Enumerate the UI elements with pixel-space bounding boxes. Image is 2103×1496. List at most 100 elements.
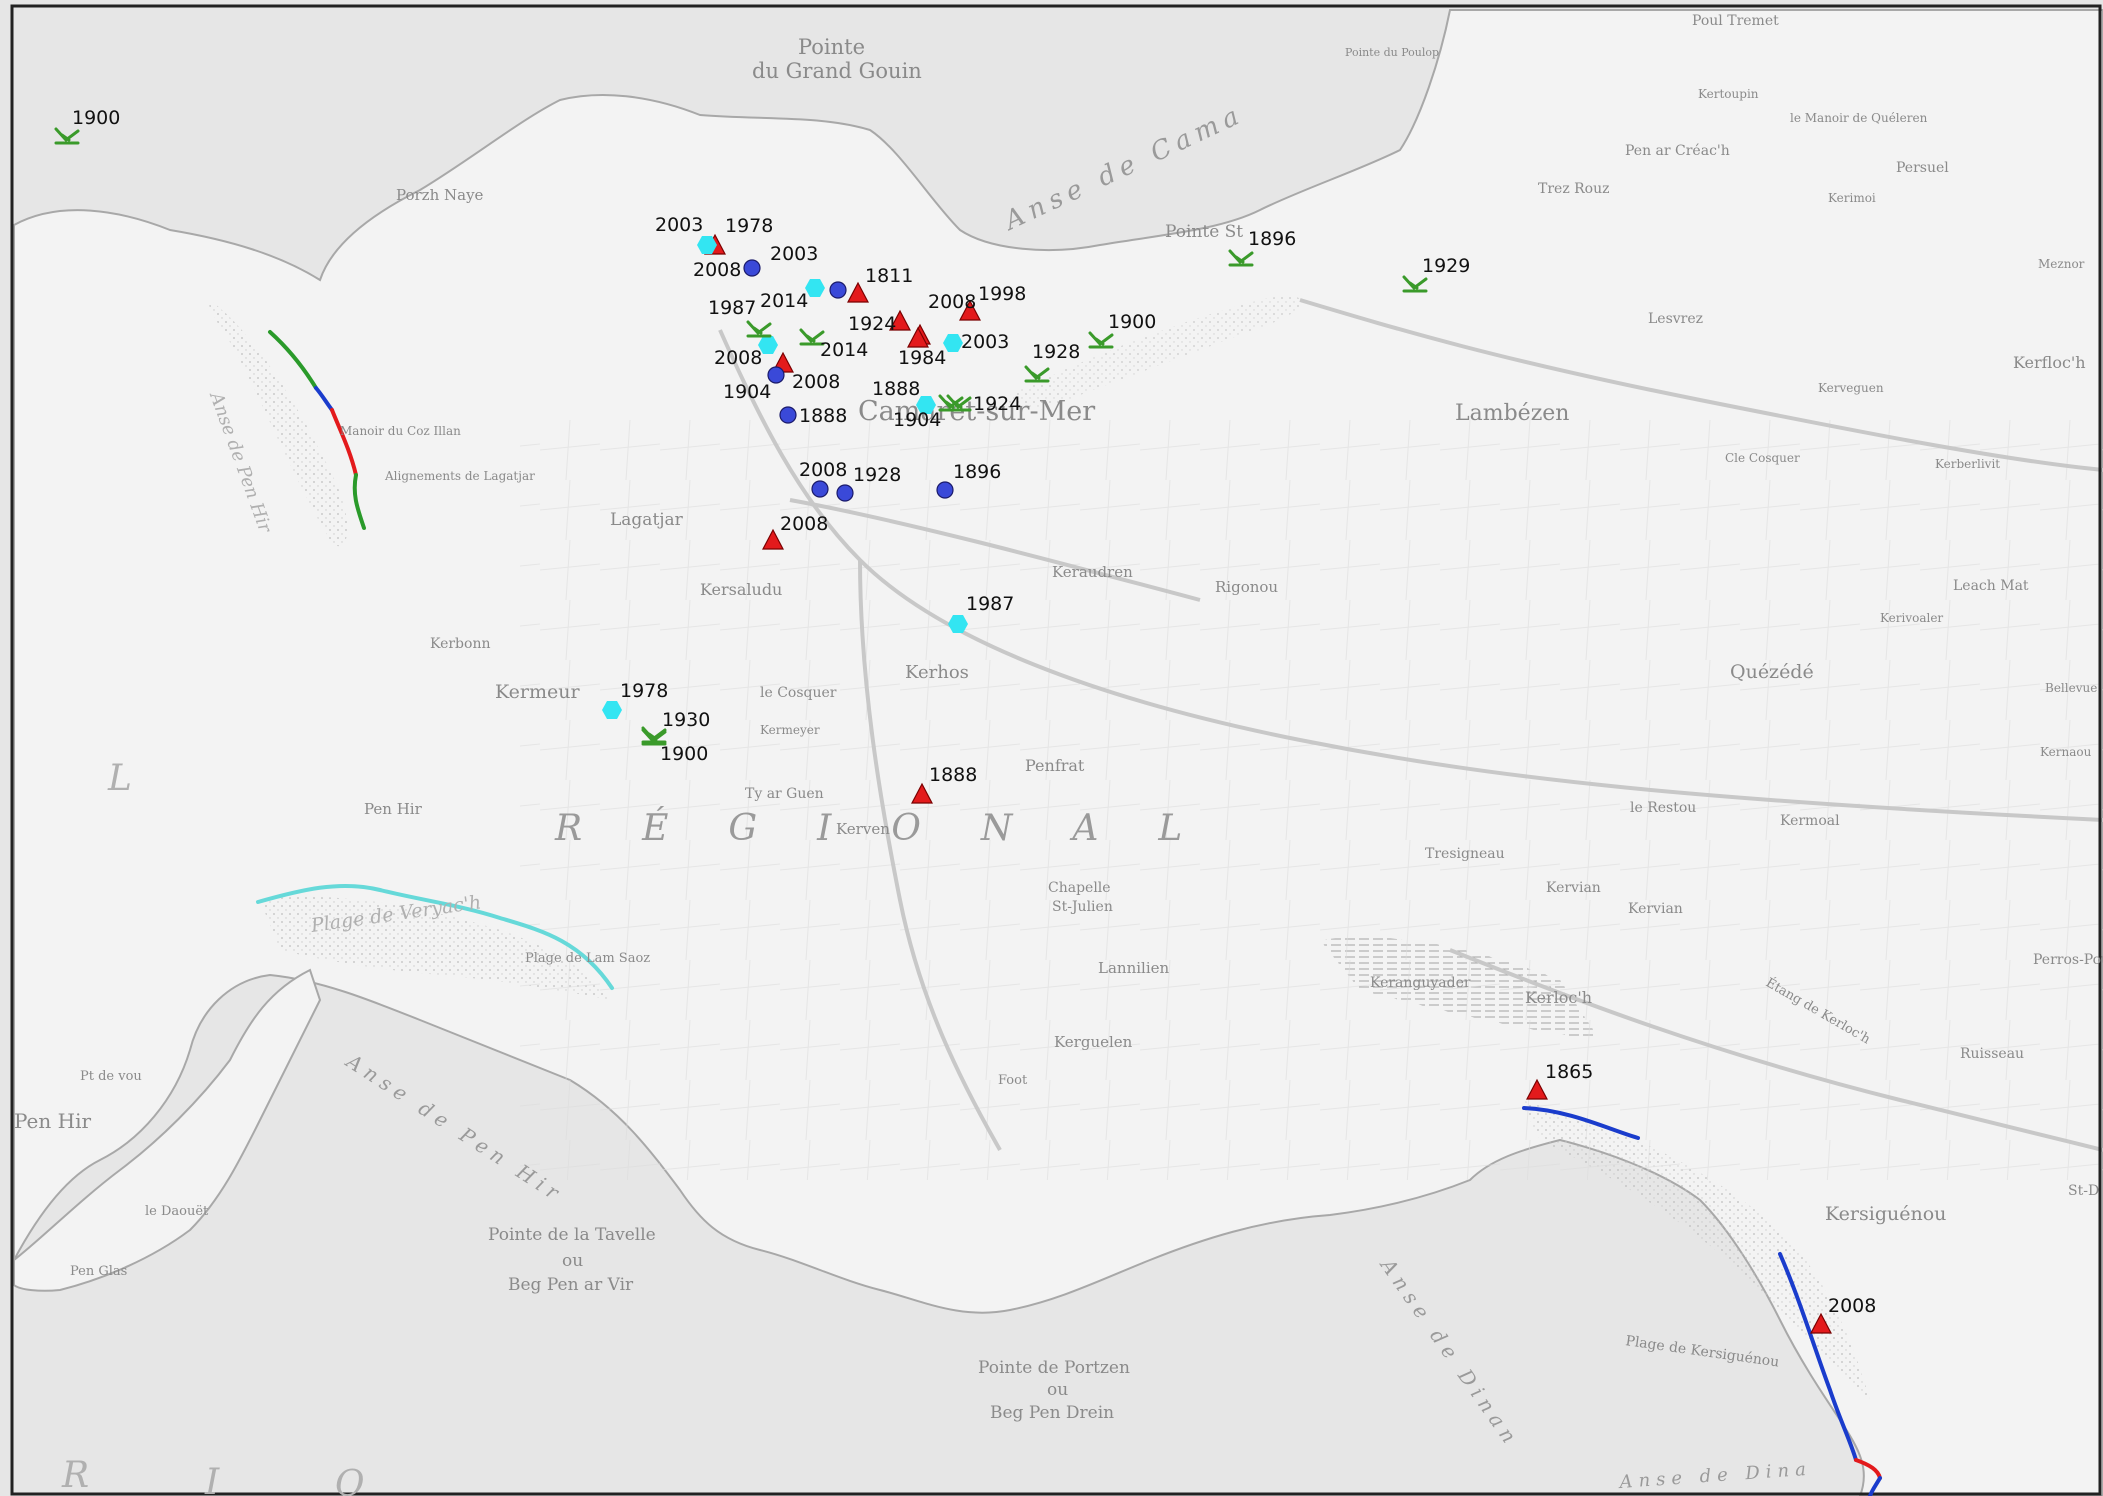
- label-keraudren: Keraudren: [1052, 563, 1133, 581]
- coast-green-south: [352, 473, 366, 530]
- label-pointe-tavelle-2: ou: [562, 1251, 583, 1271]
- cyan-marker-1978[interactable]: 1978: [602, 680, 668, 719]
- coastline-segments: [256, 330, 1882, 1496]
- label-keranguyader: Keranguyader: [1370, 975, 1471, 991]
- green-marker-1904[interactable]: 1904: [893, 394, 964, 431]
- label-kersaludu: Kersaludu: [700, 580, 782, 599]
- green-marker-1924[interactable]: 1924: [946, 393, 1021, 415]
- label-kermoal: Kermoal: [1780, 813, 1840, 829]
- cyan-marker-2014[interactable]: 2014: [760, 279, 825, 312]
- label-penfrat: Penfrat: [1025, 756, 1085, 775]
- coast-red-south: [1854, 1458, 1882, 1480]
- label-ty-ar-guen: Ty ar Guen: [745, 786, 824, 802]
- green-marker-1928[interactable]: 1928: [1024, 341, 1080, 383]
- coast-blue-kersiguenou: [1778, 1252, 1858, 1462]
- field-texture: [520, 420, 2103, 1180]
- green-marker-1900[interactable]: 1900: [1088, 311, 1156, 349]
- red-marker-year-label: 1888: [929, 764, 977, 786]
- green-marker-1900[interactable]: 1900: [54, 107, 120, 145]
- label-plage-lam-saoz: Plage de Lam Saoz: [525, 951, 650, 966]
- blue-marker-symbol: [767, 366, 785, 384]
- label-poul-tremet: Poul Tremet: [1692, 13, 1779, 29]
- label-rigonou: Rigonou: [1215, 578, 1278, 596]
- blue-marker-1928[interactable]: 1928: [836, 464, 901, 502]
- green-marker-year-label: 1900: [660, 743, 708, 765]
- blue-marker-1896[interactable]: 1896: [936, 461, 1001, 499]
- label-kerivoaler: Kerivoaler: [1880, 611, 1943, 625]
- coast-red-west: [330, 408, 358, 477]
- label-kerguelen: Kerguelen: [1054, 1033, 1133, 1051]
- label-pointe-st: Pointe St: [1165, 222, 1243, 242]
- label-pen-hir-west: Pen Hir: [14, 1109, 91, 1133]
- label-kerbonn: Kerbonn: [430, 636, 490, 652]
- red-marker-year-label: 1998: [978, 283, 1026, 305]
- label-leach-mat: Leach Mat: [1953, 578, 2029, 594]
- label-pen-hir: Pen Hir: [364, 800, 423, 818]
- red-marker-1998[interactable]: 1998: [959, 283, 1026, 321]
- coast-green-north: [268, 330, 318, 390]
- cyan-marker-2008[interactable]: 2008: [714, 336, 778, 369]
- coast-blue-small: [314, 386, 334, 412]
- label-kertoupin: Kertoupin: [1698, 87, 1759, 101]
- green-marker-year-label: 1896: [1248, 228, 1296, 250]
- blue-marker-year-label: 1888: [799, 405, 847, 427]
- label-kermeur: Kermeur: [495, 681, 581, 703]
- red-marker-year-label: 2008: [792, 371, 840, 393]
- label-letter-r: R: [61, 1455, 89, 1496]
- red-marker-2008[interactable]: 2008: [1810, 1295, 1876, 1334]
- green-marker-1987[interactable]: 1987: [708, 297, 772, 338]
- cyan-marker-2003[interactable]: 2003: [943, 331, 1009, 353]
- blue-marker-year-label: 2008: [693, 259, 741, 281]
- label-letter-o: O: [335, 1464, 365, 1496]
- coast-blue-bottom: [1868, 1476, 1882, 1496]
- blue-marker-symbol: [743, 259, 761, 277]
- red-marker-1984[interactable]: 1984: [898, 326, 946, 369]
- label-trez-rouz: Trez Rouz: [1538, 181, 1610, 197]
- cyan-marker-symbol: [943, 334, 963, 352]
- red-marker-1888[interactable]: 1888: [911, 764, 977, 804]
- red-marker-1924[interactable]: 1924: [848, 309, 911, 335]
- green-marker-year-label: 1904: [893, 409, 941, 431]
- label-pointe-du-poulop: Pointe du Poulop: [1345, 46, 1439, 59]
- blue-marker-2003[interactable]: 2003: [770, 243, 847, 299]
- green-marker-year-label: 1928: [1032, 341, 1080, 363]
- green-marker-1929[interactable]: 1929: [1402, 255, 1470, 293]
- cyan-marker-1888[interactable]: 1888: [872, 378, 936, 414]
- red-marker-1811[interactable]: 1811: [847, 265, 913, 303]
- beach-pen-hir-west: [209, 300, 348, 547]
- cyan-marker-year-label: 1987: [966, 593, 1014, 615]
- label-camaret-sur-mer: Camaret-sur-Mer: [858, 396, 1095, 427]
- label-kerimoi: Kerimoi: [1828, 191, 1876, 205]
- red-marker-year-label: 2008: [928, 291, 976, 313]
- red-marker-2008[interactable]: 2008: [762, 513, 828, 550]
- green-marker-1900[interactable]: 1900: [641, 728, 708, 765]
- green-marker-2014[interactable]: 2014: [799, 328, 868, 361]
- label-alignements: Alignements de Lagatjar: [384, 469, 535, 483]
- cyan-marker-symbol: [602, 701, 622, 719]
- label-letter-l: L: [107, 758, 132, 799]
- map-frame: [10, 4, 2102, 1496]
- red-marker-symbol: [889, 309, 911, 331]
- cyan-marker-symbol: [916, 396, 936, 414]
- cyan-marker-1987[interactable]: 1987: [948, 593, 1014, 633]
- label-persuel: Persuel: [1896, 160, 1949, 176]
- label-kersiguenou: Kersiguénou: [1825, 1203, 1946, 1225]
- green-marker-year-label: 1924: [973, 393, 1021, 415]
- green-marker-1896[interactable]: 1896: [1228, 228, 1296, 267]
- label-ruisseau: Ruisseau: [1960, 1046, 2024, 1062]
- blue-marker-1904[interactable]: 1904: [723, 366, 785, 403]
- blue-marker-2008[interactable]: 2008: [693, 259, 761, 281]
- red-marker-symbol: [1526, 1078, 1548, 1100]
- label-kerven: Kerven: [836, 820, 890, 838]
- green-marker-year-label: 1900: [1108, 311, 1156, 333]
- cyan-marker-2003[interactable]: 2003: [655, 214, 717, 254]
- label-st-d: St-D: [2068, 1183, 2099, 1199]
- label-pointe-portzen-3: Beg Pen Drein: [990, 1403, 1114, 1423]
- red-marker-1865[interactable]: 1865: [1526, 1061, 1593, 1100]
- label-kerveguen: Kerveguen: [1818, 381, 1884, 395]
- red-marker-symbol: [762, 528, 784, 550]
- blue-marker-2008[interactable]: 2008: [799, 459, 847, 498]
- blue-marker-1888[interactable]: 1888: [779, 405, 847, 427]
- green-marker-symbol: [641, 728, 667, 746]
